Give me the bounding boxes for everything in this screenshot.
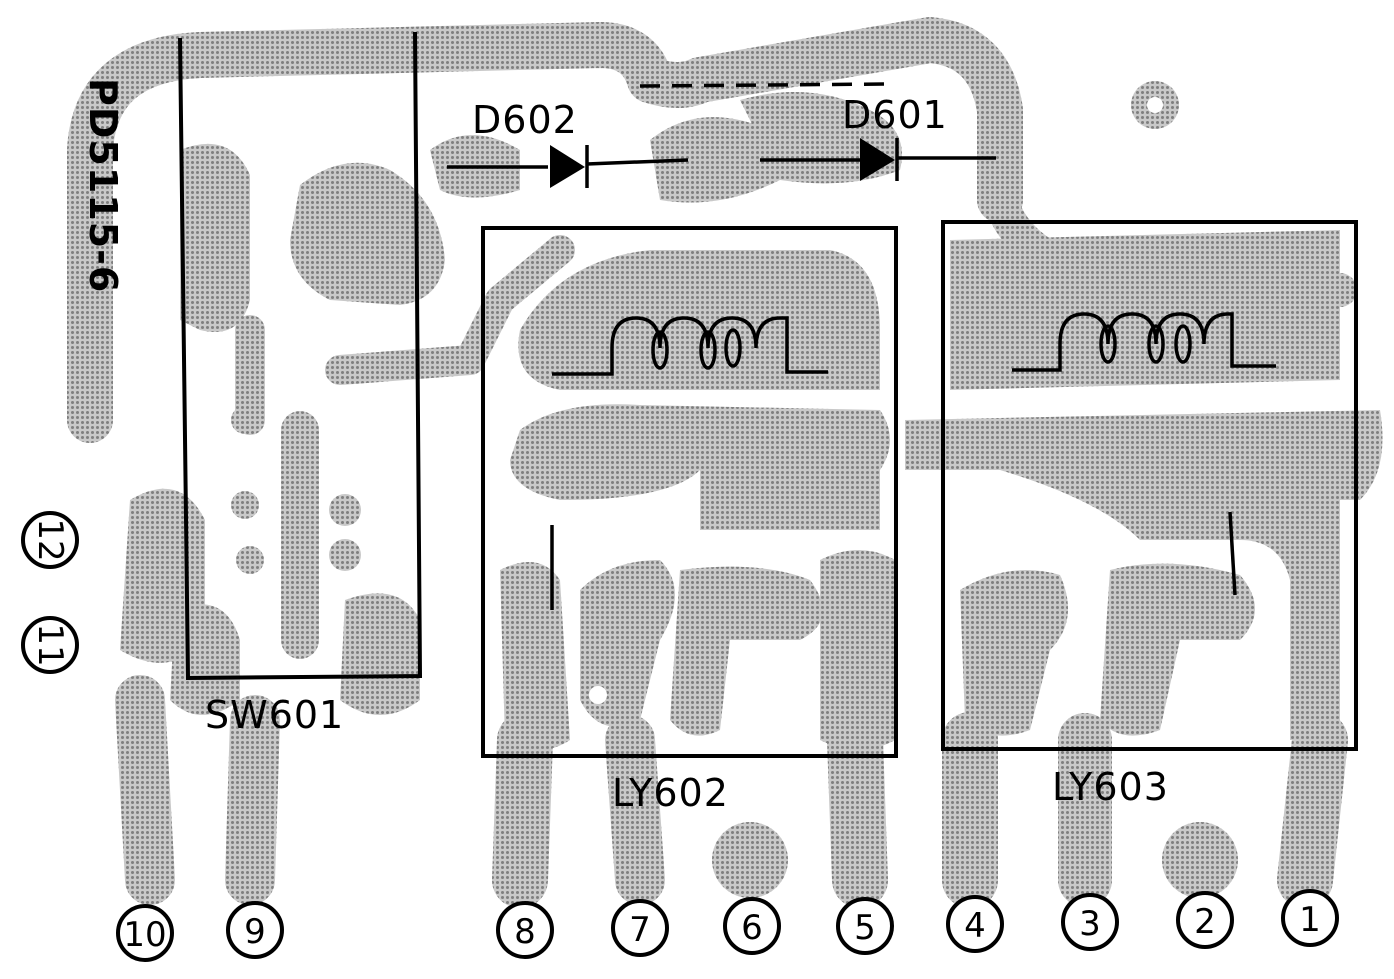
terminal-9: 9 — [226, 901, 284, 959]
jumper-dashed-link — [639, 82, 891, 88]
copper-ly603-top — [950, 230, 1340, 390]
ly602-hole-left — [589, 686, 607, 704]
terminal-7-label: 7 — [629, 910, 651, 950]
d602-label: D602 — [472, 98, 578, 142]
ly603-outline — [941, 220, 1358, 751]
copper-ly602-band — [510, 404, 890, 500]
drill-holes — [589, 97, 1252, 704]
copper-lead-5 — [827, 712, 888, 908]
copper-top-band — [67, 17, 1023, 443]
ly603-hole-left — [1046, 681, 1064, 699]
terminal-1-label: 1 — [1299, 900, 1321, 940]
terminal-row: 12 11 10 9 8 7 6 5 — [21, 511, 1339, 962]
copper-lead-7 — [605, 715, 665, 905]
copper-pad-switch-top — [290, 162, 445, 305]
terminal-8-ring — [496, 901, 554, 959]
ly603-coil-icon — [1012, 312, 1276, 372]
terminal-9-label: 9 — [244, 912, 266, 952]
terminal-8: 8 — [496, 901, 554, 959]
terminal-2-label: 2 — [1194, 902, 1216, 942]
terminal-3-label: 3 — [1079, 904, 1101, 944]
copper-pad-switch-bottom — [340, 593, 420, 715]
terminal-11-label: 11 — [30, 623, 70, 666]
terminal-6: 6 — [723, 897, 781, 955]
copper-dot-2 — [231, 491, 259, 519]
d601-label: D601 — [842, 93, 948, 137]
d602-lead-right — [586, 158, 689, 166]
terminal-12-ring — [21, 511, 79, 569]
d601-diode-icon — [860, 138, 895, 181]
terminal-4: 4 — [946, 895, 1004, 953]
copper-pad-edge — [120, 488, 205, 663]
terminal-3-ring — [1061, 893, 1119, 951]
terminal-2-ring — [1176, 891, 1234, 949]
silkscreen — [178, 31, 1358, 758]
copper-pad-left — [180, 143, 250, 332]
mounting-hole — [1147, 97, 1163, 113]
terminal-5: 5 — [836, 897, 894, 955]
terminal-11: 11 — [21, 616, 79, 674]
d602-diode-icon — [550, 145, 585, 188]
copper-ly603-pin4 — [960, 570, 1068, 736]
ly602-coil-loop-2 — [699, 330, 717, 370]
copper-ly602-mid — [700, 465, 880, 530]
ly603-coil-loop-3 — [1174, 324, 1192, 364]
ly602-coil-loop-3 — [724, 328, 742, 368]
ly602-coil-loop-1 — [651, 330, 669, 370]
copper-pad-2 — [1162, 822, 1238, 898]
copper-dot-1 — [231, 406, 259, 434]
copper-diode-mid — [650, 117, 780, 203]
terminal-4-label: 4 — [964, 906, 986, 946]
terminal-10: 10 — [116, 904, 174, 962]
terminal-12-label: 12 — [30, 518, 70, 561]
copper-ly602-pin6 — [670, 566, 823, 736]
copper-ly603-pin3 — [1100, 563, 1255, 736]
copper-lead-1 — [1277, 712, 1348, 908]
ly603-label: LY603 — [1052, 765, 1169, 809]
ly602-label: LY602 — [612, 771, 729, 815]
terminal-9-ring — [226, 901, 284, 959]
terminal-1-ring — [1281, 889, 1339, 947]
terminal-6-ring — [723, 897, 781, 955]
copper-layer — [67, 17, 1383, 908]
sw601-label: SW601 — [205, 693, 344, 737]
ly603-coil-loop-1 — [1099, 324, 1117, 364]
ly603-coil-loop-2 — [1147, 324, 1165, 364]
sw601-outline — [178, 31, 423, 681]
copper-ly602-top — [518, 250, 880, 390]
terminal-5-ring — [836, 897, 894, 955]
terminal-1: 1 — [1281, 889, 1339, 947]
terminal-11-ring — [21, 616, 79, 674]
copper-dot-5 — [329, 539, 361, 571]
terminal-4-ring — [946, 895, 1004, 953]
terminal-6-label: 6 — [741, 908, 763, 948]
board-code-label: PD5115-6 — [81, 78, 125, 293]
ly603-hole-right — [1234, 681, 1252, 699]
terminal-12: 12 — [21, 511, 79, 569]
ly603-contact-mark — [1228, 511, 1237, 596]
copper-dot-4 — [329, 494, 361, 526]
copper-ly603-band — [905, 410, 1383, 740]
copper-lead-10 — [115, 675, 175, 905]
terminal-5-label: 5 — [854, 908, 876, 948]
terminal-7-ring — [611, 899, 669, 957]
copper-ly602-right — [820, 550, 895, 750]
terminal-10-label: 10 — [123, 915, 166, 955]
terminal-2: 2 — [1176, 891, 1234, 949]
ly602-outline — [481, 226, 898, 758]
copper-pad-6 — [712, 822, 788, 898]
terminal-10-ring — [116, 904, 174, 962]
copper-dot-3 — [236, 546, 264, 574]
copper-lead-8 — [492, 712, 553, 908]
terminal-8-label: 8 — [514, 912, 536, 952]
terminal-7: 7 — [611, 899, 669, 957]
ly602-coil-icon — [552, 316, 828, 376]
ly602-hole-right — [778, 686, 796, 704]
copper-ly602-pin7 — [580, 560, 675, 727]
terminal-3: 3 — [1061, 893, 1119, 951]
copper-lead-9 — [225, 695, 280, 905]
